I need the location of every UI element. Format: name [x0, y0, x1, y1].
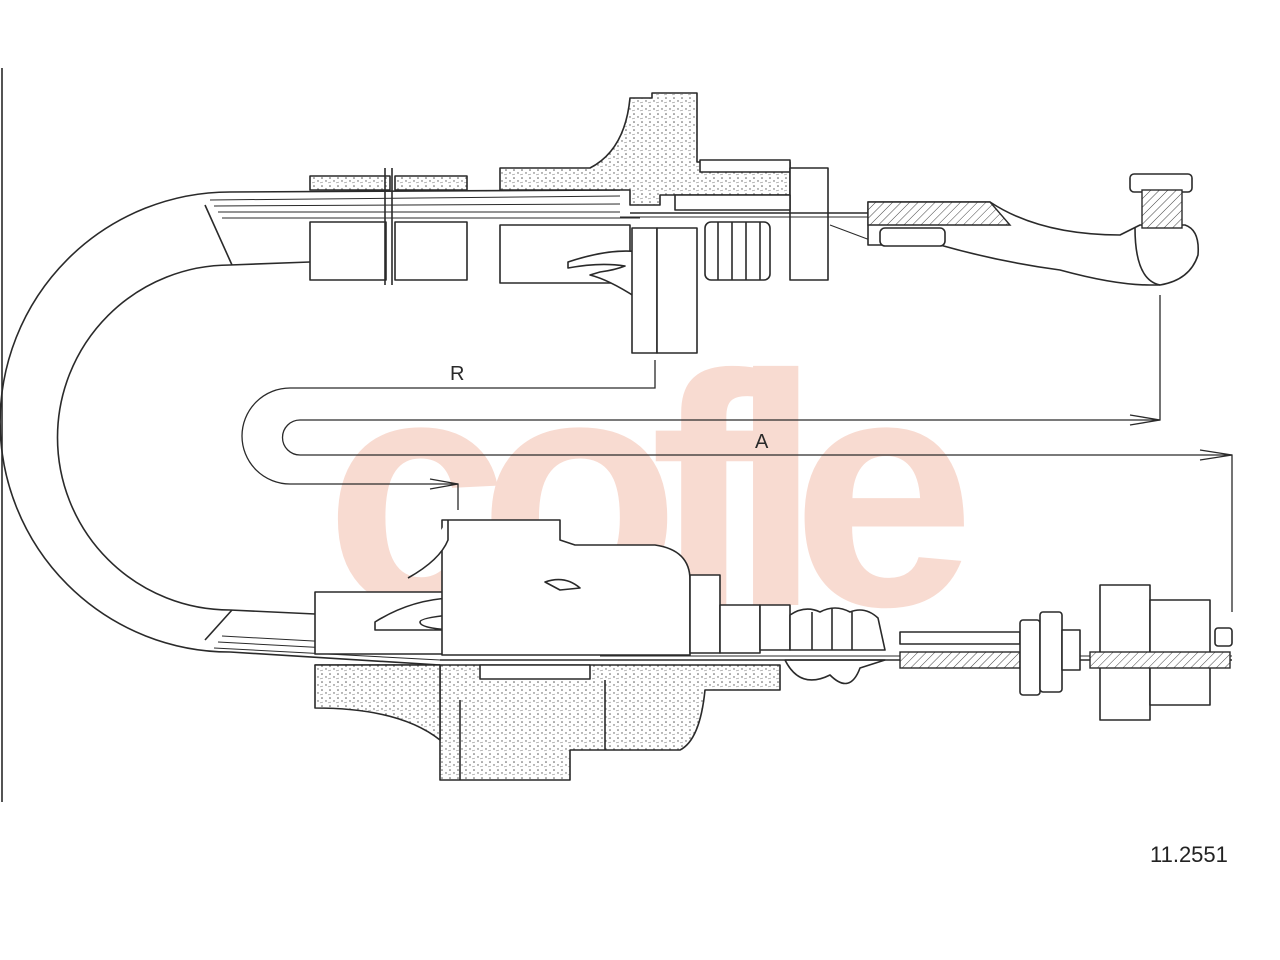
lower-end-fitting [314, 519, 1232, 781]
part-number: 11.2551 [1150, 842, 1228, 867]
upper-end-fitting [309, 92, 871, 354]
dimension-label-r: R [450, 363, 464, 385]
lower-threaded-end [899, 584, 1233, 721]
dimension-lines [241, 295, 1233, 612]
upper-lever-end [867, 173, 1200, 286]
dimension-label-a: A [755, 431, 769, 453]
